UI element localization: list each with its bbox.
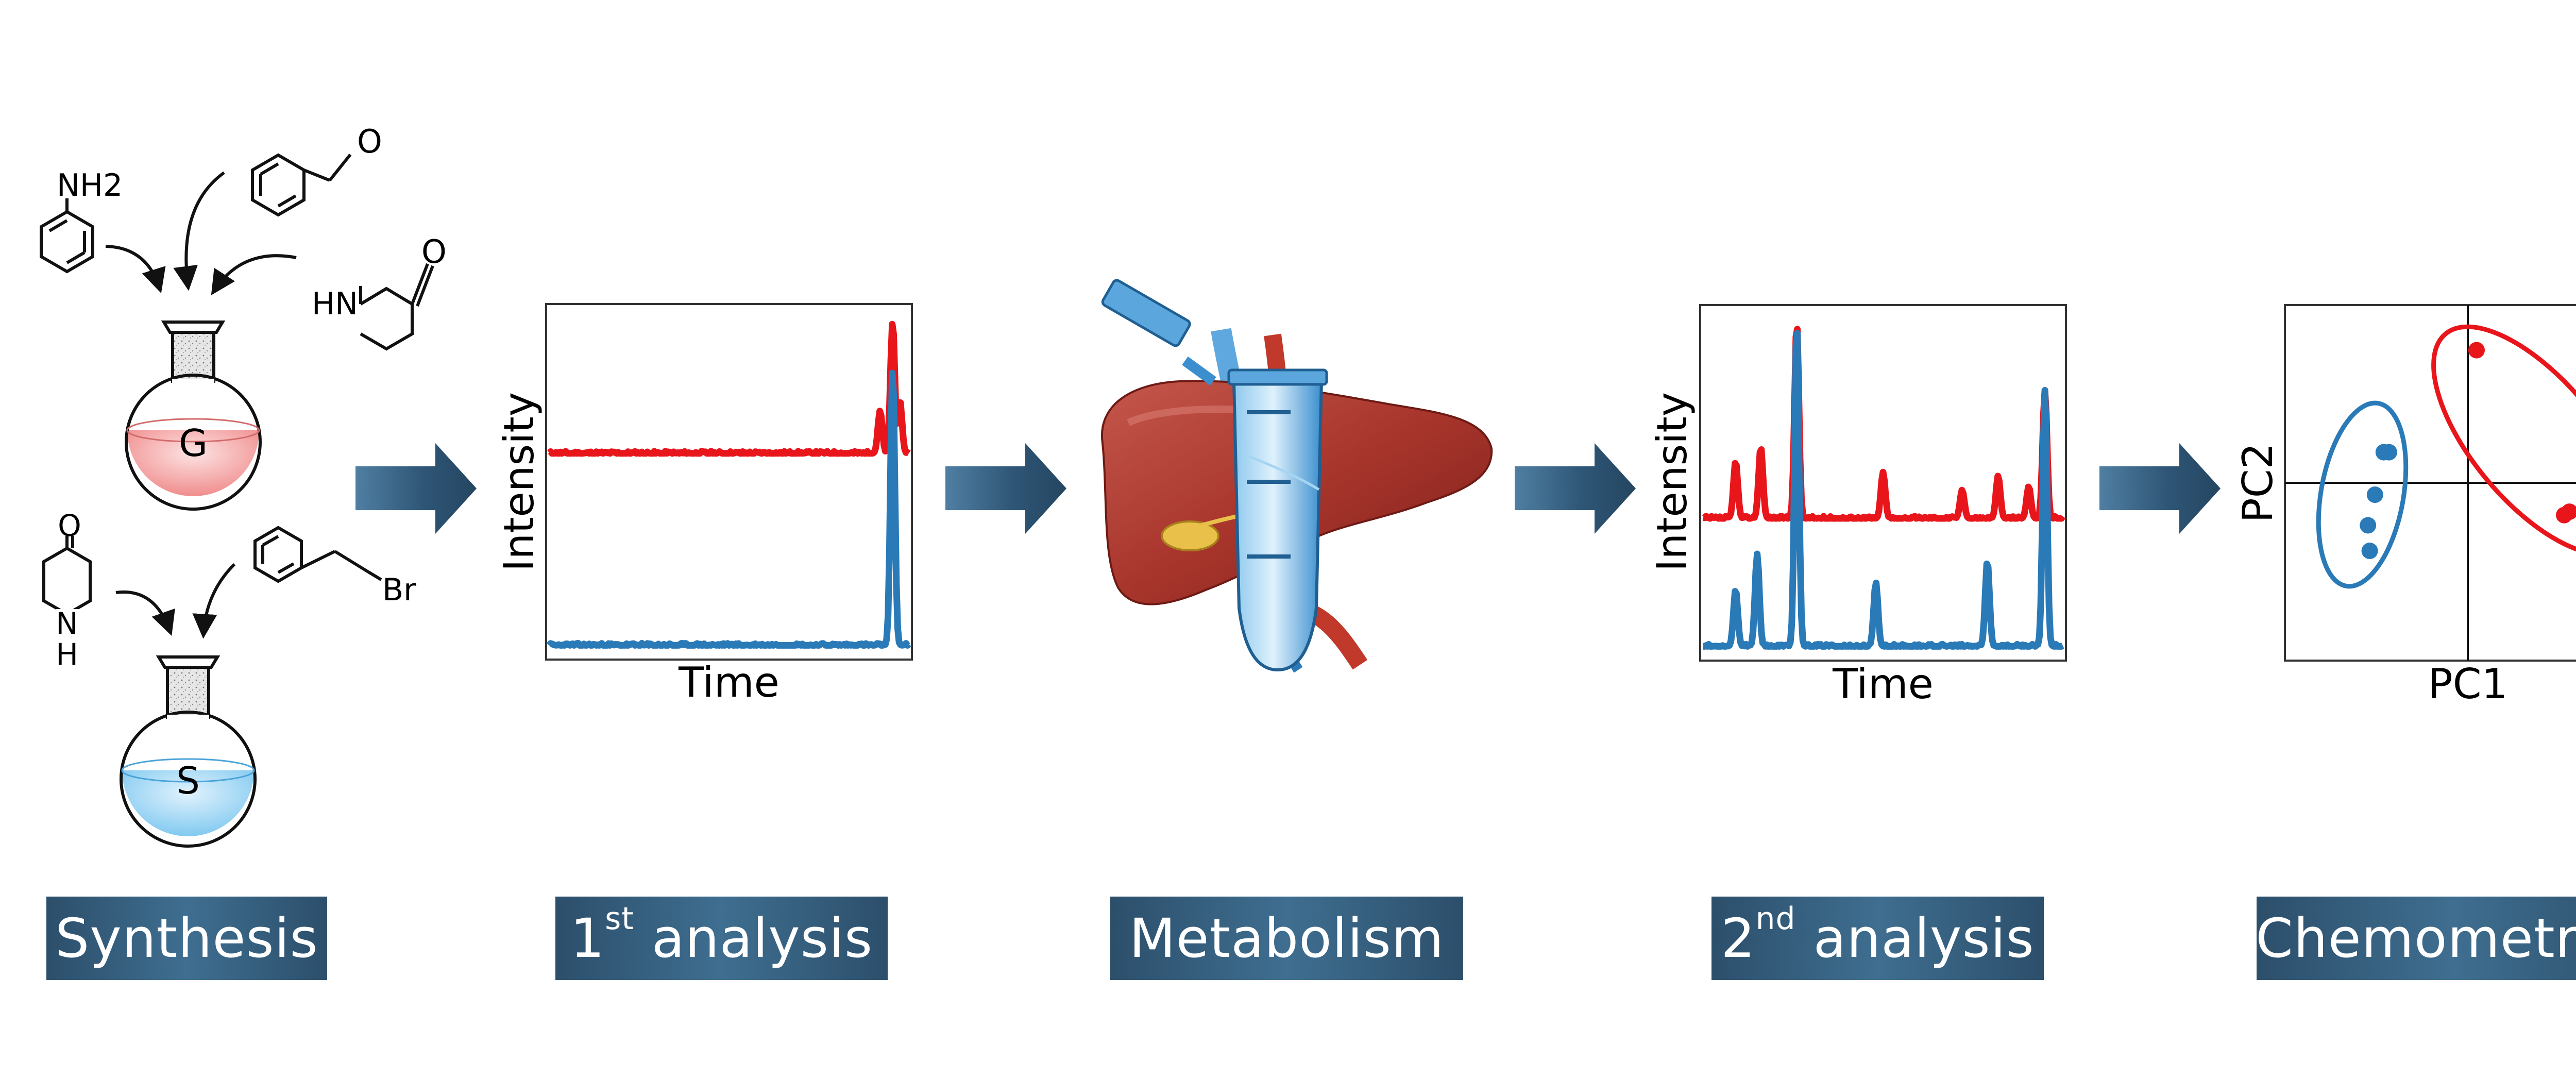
arrow-bromide	[192, 563, 236, 639]
bromine-label: Br	[382, 572, 416, 608]
pca-ellipse-blue	[2316, 400, 2409, 589]
chart1-frame	[545, 303, 913, 661]
piperidone-o-label: O	[421, 233, 447, 271]
flow-arrow-3	[1515, 443, 1636, 534]
piperidone-bottom-h-label: H	[56, 637, 78, 672]
label-metabolism: Metabolism	[1110, 897, 1463, 980]
piperidone-bottom-o-label: O	[58, 508, 81, 543]
chart-pca: PC1 PC2	[2234, 304, 2576, 708]
pca-ellipse-red	[2431, 324, 2576, 557]
nh2-label: NH2	[57, 167, 123, 204]
label-chemometrics: Chemometrics	[2256, 897, 2576, 980]
gallbladder	[1161, 520, 1219, 551]
flask-s-letter: S	[176, 759, 200, 802]
piperidone-bottom-n-label: N	[56, 606, 78, 641]
label-synthesis-text: Synthesis	[55, 907, 318, 970]
phenethyl-bromide-structure	[253, 526, 382, 583]
arrow-aldehyde	[173, 171, 225, 291]
arrow-piperidone-bottom	[115, 591, 175, 636]
phenylacetaldehyde-structure	[251, 153, 352, 217]
arrow-aniline	[105, 245, 166, 294]
pca-points	[2360, 342, 2576, 559]
piperidone-hn-label: HN	[312, 286, 358, 322]
tube-cap	[1101, 279, 1191, 347]
flask-g-letter: G	[179, 422, 208, 465]
label-synthesis: Synthesis	[46, 897, 327, 980]
chart2-ylabel: Intensity	[1648, 392, 1696, 571]
chart1-series-red	[547, 321, 911, 457]
liver-illustration	[1100, 279, 1493, 673]
chart1-xlabel: Time	[678, 659, 779, 706]
label-second-analysis: 2nd analysis	[1711, 897, 2044, 980]
chart-first-analysis: Time Intensity	[495, 303, 913, 706]
pca-point	[2556, 507, 2572, 524]
pca-xlabel: PC1	[2428, 660, 2508, 708]
sample-tube	[1101, 279, 1328, 672]
flow-arrow-4	[2099, 443, 2221, 534]
chart2-xlabel: Time	[1832, 660, 1934, 708]
pca-point	[2468, 342, 2485, 359]
chart1-ylabel: Intensity	[495, 392, 543, 571]
pca-point	[2381, 444, 2397, 461]
pca-ylabel: PC2	[2234, 443, 2282, 523]
flask-g: G	[125, 321, 262, 511]
flask-s: S	[120, 655, 257, 848]
flow-arrow-2	[945, 443, 1066, 534]
label-second-analysis-text: 2nd analysis	[1721, 901, 2035, 970]
flow-arrow-1	[355, 443, 477, 534]
label-first-analysis: 1st analysis	[555, 897, 888, 980]
pca-point	[2361, 543, 2378, 559]
chart1-series-blue	[546, 369, 911, 649]
synthesis-scheme: NH2 O HN O	[40, 123, 447, 848]
flow-arrows	[355, 443, 2221, 534]
arrow-piperidone	[211, 254, 297, 296]
aldehyde-o-label: O	[357, 123, 382, 160]
chart-second-analysis: Time Intensity	[1648, 304, 2067, 708]
chart2-series-blue	[1701, 330, 2065, 650]
label-chemometrics-text: Chemometrics	[2256, 907, 2576, 970]
piperidone-top-structure	[359, 263, 434, 351]
chart2-series-red	[1701, 326, 2066, 522]
pca-point	[2360, 517, 2377, 534]
aniline-structure	[40, 198, 94, 274]
label-metabolism-text: Metabolism	[1129, 907, 1445, 970]
label-first-analysis-text: 1st analysis	[570, 901, 873, 970]
pca-point	[2366, 486, 2383, 503]
